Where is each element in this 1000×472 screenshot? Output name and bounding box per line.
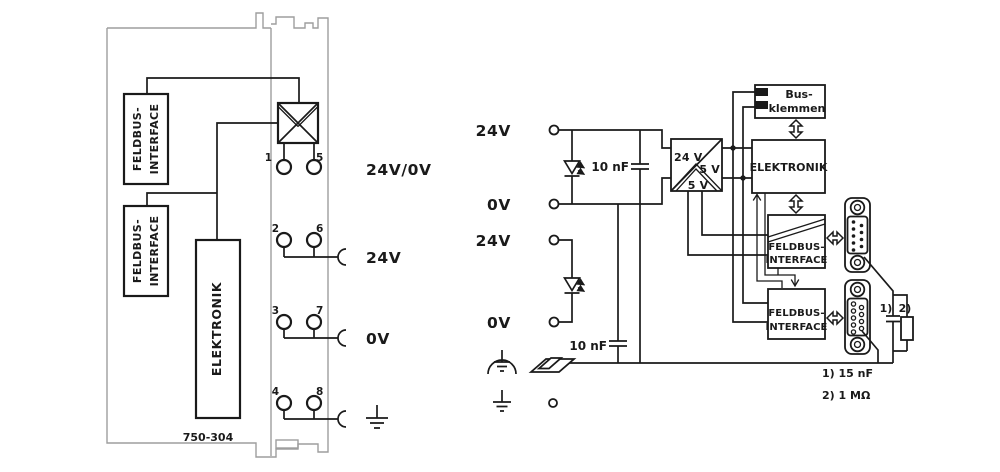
terminal-number-4: 4 xyxy=(272,386,279,398)
bus-contact-icon xyxy=(755,101,768,109)
screw-hole-icon xyxy=(849,336,866,353)
converter-output-bottom-label: 5 V xyxy=(688,179,709,192)
isolation-stripe xyxy=(767,218,826,243)
dsub9-connector-bottom xyxy=(844,279,871,355)
fieldbus-interface-box-right-top: FELDBUS- INTERFACE xyxy=(766,214,828,269)
led-icon xyxy=(562,130,586,204)
protective-earth-icon xyxy=(487,350,517,375)
up-arrowhead-icon xyxy=(752,193,762,201)
dsub-pins xyxy=(850,301,865,335)
capacitor-icon: 10 nF xyxy=(591,130,649,363)
elektronik-box-right: ELEKTRONIK xyxy=(750,139,828,194)
v0-wire-label: 0V xyxy=(366,330,390,348)
system-0v-label: 0V xyxy=(487,196,511,214)
field-24v-label: 24V xyxy=(476,232,511,250)
converter-output-top-label: 5 V xyxy=(699,163,720,176)
footnote-1: 1) 15 nF xyxy=(822,367,873,380)
data-flow-arrows xyxy=(788,118,845,326)
bus-klemmen-box: Bus- klemmen xyxy=(754,84,826,119)
elektronik-label-right: ELEKTRONIK xyxy=(750,161,828,174)
screw-hole-icon xyxy=(849,199,866,216)
elektronik-box-left: ELEKTRONIK xyxy=(194,238,242,420)
double-arrow-icon xyxy=(788,118,804,140)
double-arrow-icon xyxy=(825,230,845,246)
led-icon xyxy=(558,239,586,323)
fieldbus-interface-2-line2: INTERFACE xyxy=(148,216,161,287)
terminal-number-6: 6 xyxy=(316,223,323,235)
cage-clamp-icon xyxy=(337,248,347,266)
cage-clamp-icon xyxy=(337,410,347,428)
cage-clamp-icon xyxy=(337,329,347,347)
double-arrow-icon xyxy=(788,193,804,215)
ref-mark-2: 2) xyxy=(899,302,912,315)
fieldbus-interface-1-line2: INTERFACE xyxy=(148,104,161,175)
down-arrowhead-icon xyxy=(790,279,800,288)
terminal-number-7: 7 xyxy=(316,305,323,317)
capacitor-icon: 10 nF xyxy=(569,204,627,363)
fieldbus-interface-box-left-top: FELDBUS- INTERFACE xyxy=(122,92,170,186)
terminal-row-3-7: 3 7 0V xyxy=(272,305,390,348)
footnotes: 1) 15 nF 2) 1 MΩ xyxy=(822,367,873,402)
earth-ground-icon xyxy=(366,405,388,429)
terminal-number-3: 3 xyxy=(272,305,279,317)
screw-hole-icon xyxy=(849,254,866,271)
capacitor-bottom-label: 10 nF xyxy=(569,339,607,353)
functional-earth-icon xyxy=(493,390,511,412)
terminal-row-2-6: 2 6 24V xyxy=(272,223,401,267)
field-0v-label: 0V xyxy=(487,314,511,332)
bus-contact-icon xyxy=(755,88,768,96)
fieldbus-top-line1: FELDBUS- xyxy=(768,242,824,253)
terminal-number-2: 2 xyxy=(272,223,279,235)
footnote-2: 2) 1 MΩ xyxy=(822,389,871,402)
capacitor-top-label: 10 nF xyxy=(591,160,629,174)
converter-input-label: 24 V xyxy=(674,151,703,164)
left-module-diagram: FELDBUS- INTERFACE FELDBUS- INTERFACE EL… xyxy=(106,12,432,458)
terminal-row-1-5: 1 5 24V/0V xyxy=(265,143,432,179)
input-terminals: 24V 0V 24V 0V xyxy=(476,122,560,332)
fieldbus-interface-1-line1: FELDBUS- xyxy=(131,107,144,171)
converter-output-wires xyxy=(687,91,768,323)
unconnected-terminal xyxy=(548,398,558,408)
bus-klemmen-line1: Bus- xyxy=(785,88,812,101)
fieldbus-interface-2-line1: FELDBUS- xyxy=(131,219,144,283)
dsub9-connector-top xyxy=(844,197,871,273)
terminal-number-5: 5 xyxy=(316,152,323,164)
supply-wiring xyxy=(558,129,893,364)
serial-signal-arrows xyxy=(752,193,800,288)
terminal-number-8: 8 xyxy=(316,386,323,398)
module-housing-outline xyxy=(106,12,329,458)
double-arrow-icon xyxy=(825,310,845,326)
supply-label: 24V/0V xyxy=(366,161,432,179)
fieldbus-bottom-line1: FELDBUS- xyxy=(768,308,824,319)
fieldbus-bottom-line2: INTERFACE xyxy=(766,322,828,333)
power-contact-symbol xyxy=(276,101,320,145)
terminal-row-4-8: 4 8 xyxy=(272,386,388,429)
shield-rc-network: 1) 2) xyxy=(861,256,914,363)
terminal-number-1: 1 xyxy=(265,152,272,164)
bus-klemmen-line2: klemmen xyxy=(769,102,826,115)
v24-wire-label: 24V xyxy=(366,249,401,267)
part-number: 750-304 xyxy=(183,431,234,444)
elektronik-label-left: ELEKTRONIK xyxy=(209,281,224,376)
system-24v-label: 24V xyxy=(476,122,511,140)
fieldbus-interface-box-right-bottom: FELDBUS- INTERFACE xyxy=(766,288,828,340)
right-circuit-diagram: 24V 0V 24V 0V xyxy=(476,84,914,412)
resistor-icon xyxy=(900,316,914,341)
module-internal-wires xyxy=(146,77,300,241)
screw-hole-icon xyxy=(849,281,866,298)
fieldbus-interface-box-left-bottom: FELDBUS- INTERFACE xyxy=(122,204,170,298)
din-rail-icon xyxy=(528,357,577,373)
fieldbus-top-line2: INTERFACE xyxy=(766,255,828,266)
dsub-pins xyxy=(851,220,864,252)
dc-converter-box: 24 V 5 V 5 V xyxy=(670,138,723,192)
ref-mark-1: 1) xyxy=(880,302,893,315)
